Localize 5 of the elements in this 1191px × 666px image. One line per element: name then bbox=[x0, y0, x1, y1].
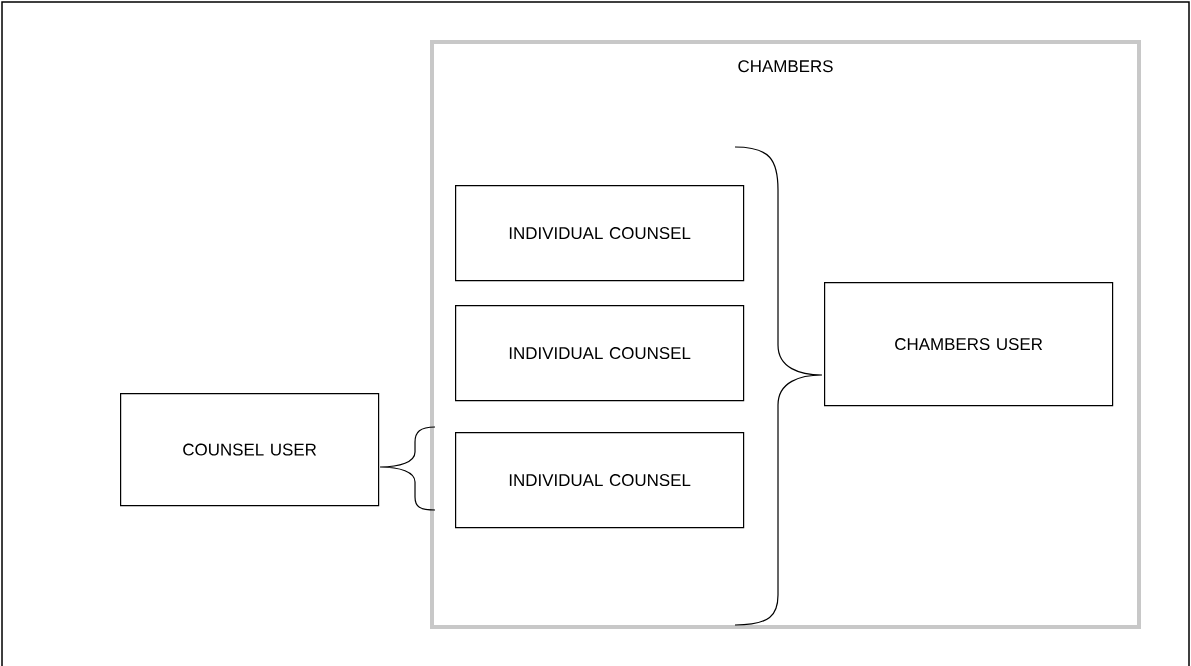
process-box: COUNSEL USER bbox=[120, 393, 380, 507]
process-box: CHAMBERS USER bbox=[824, 282, 1114, 407]
process-box: INDIVIDUAL COUNSEL bbox=[455, 185, 745, 282]
process-box: INDIVIDUAL COUNSEL bbox=[455, 305, 745, 402]
process-box: INDIVIDUAL COUNSEL bbox=[455, 432, 745, 529]
